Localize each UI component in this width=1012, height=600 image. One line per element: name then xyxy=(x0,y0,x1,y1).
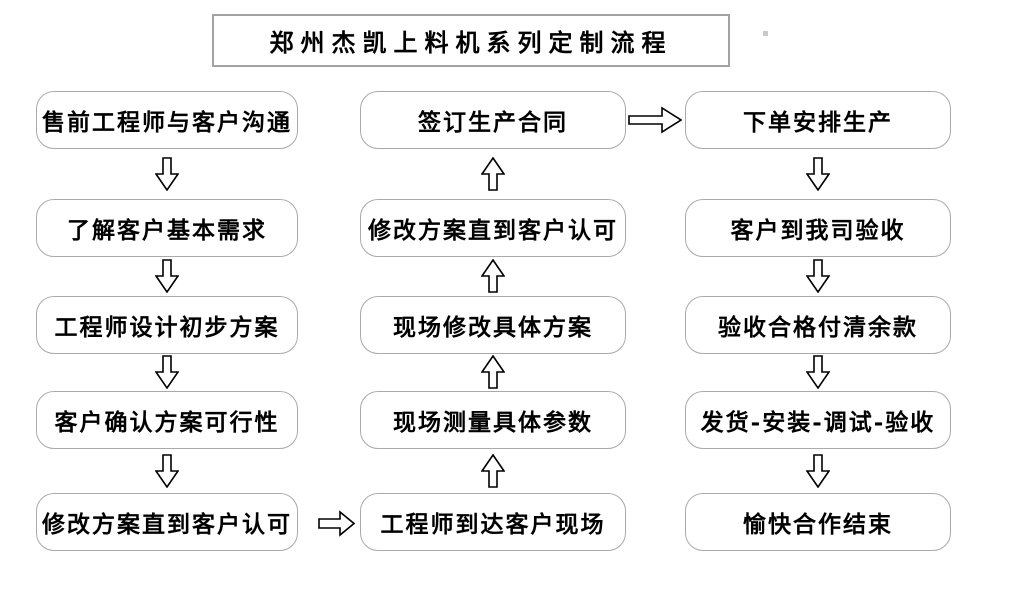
node-label: 发货-安装-调试-验收 xyxy=(700,409,936,436)
up-arrow-icon xyxy=(481,157,505,191)
right-arrow-icon xyxy=(318,510,355,537)
node-initial-design: 工程师设计初步方案 xyxy=(36,296,298,354)
node-label: 验收合格付清余款 xyxy=(718,314,918,341)
up-arrow-icon xyxy=(481,355,505,389)
node-label: 了解客户基本需求 xyxy=(67,217,267,244)
node-label: 客户到我司验收 xyxy=(730,217,906,244)
node-label: 现场测量具体参数 xyxy=(393,409,593,436)
node-label: 修改方案直到客户认可 xyxy=(42,511,292,538)
title-box: 郑州杰凯上料机系列定制流程 xyxy=(212,14,730,67)
node-label: 售前工程师与客户沟通 xyxy=(42,109,292,136)
down-arrow-icon xyxy=(806,355,830,389)
node-sign-contract: 签订生产合同 xyxy=(360,91,626,149)
node-customer-acceptance-visit: 客户到我司验收 xyxy=(685,199,951,257)
down-arrow-icon xyxy=(806,454,830,488)
right-arrow-icon xyxy=(628,106,682,134)
down-arrow-icon xyxy=(155,157,179,191)
node-label: 工程师到达客户现场 xyxy=(380,511,606,538)
node-onsite-revise-plan: 现场修改具体方案 xyxy=(360,296,626,354)
up-arrow-icon xyxy=(481,454,505,488)
stray-dot xyxy=(763,31,768,36)
down-arrow-icon xyxy=(155,259,179,293)
down-arrow-icon xyxy=(155,454,179,488)
node-order-production: 下单安排生产 xyxy=(685,91,951,149)
down-arrow-icon xyxy=(806,157,830,191)
node-understand-needs: 了解客户基本需求 xyxy=(36,199,298,257)
node-label: 修改方案直到客户认可 xyxy=(368,217,618,244)
node-confirm-feasibility: 客户确认方案可行性 xyxy=(36,391,298,449)
node-ship-install-debug-accept: 发货-安装-调试-验收 xyxy=(685,391,951,449)
node-pay-balance: 验收合格付清余款 xyxy=(685,296,951,354)
node-onsite-measure-params: 现场测量具体参数 xyxy=(360,391,626,449)
diagram-title: 郑州杰凯上料机系列定制流程 xyxy=(269,28,673,57)
node-label: 客户确认方案可行性 xyxy=(54,409,280,436)
node-revise-until-approved-2: 修改方案直到客户认可 xyxy=(360,199,626,257)
node-label: 工程师设计初步方案 xyxy=(54,314,280,341)
node-presale-communication: 售前工程师与客户沟通 xyxy=(36,91,298,149)
node-label: 下单安排生产 xyxy=(743,109,893,136)
node-label: 愉快合作结束 xyxy=(743,511,893,538)
up-arrow-icon xyxy=(481,259,505,293)
down-arrow-icon xyxy=(806,259,830,293)
node-revise-until-approved-1: 修改方案直到客户认可 xyxy=(36,493,298,551)
node-label: 签订生产合同 xyxy=(418,109,568,136)
down-arrow-icon xyxy=(155,355,179,389)
node-label: 现场修改具体方案 xyxy=(393,314,593,341)
node-happy-cooperation-end: 愉快合作结束 xyxy=(685,493,951,551)
node-engineer-arrives-site: 工程师到达客户现场 xyxy=(360,493,626,551)
